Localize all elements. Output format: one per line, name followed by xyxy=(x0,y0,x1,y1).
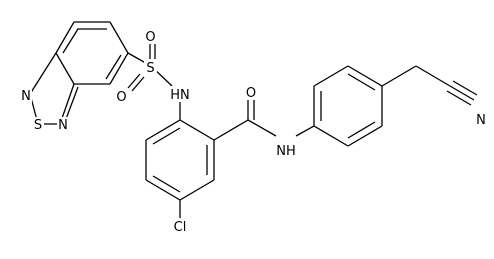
atom-label-s: S xyxy=(34,118,42,133)
bond xyxy=(55,21,75,54)
atom-labels: O S O HN N S N O NH Cl N xyxy=(20,28,488,235)
bond xyxy=(152,175,181,193)
bond xyxy=(295,125,315,137)
bond xyxy=(145,179,181,201)
bond xyxy=(179,179,215,201)
atom-label-cl: Cl xyxy=(174,220,187,235)
bond xyxy=(109,52,129,85)
bond xyxy=(152,127,181,145)
atom-label-n: N xyxy=(476,113,486,128)
atom-label-o: O xyxy=(145,30,155,45)
bond xyxy=(109,21,129,54)
bond xyxy=(213,119,249,141)
bond xyxy=(127,73,141,89)
atom-label-nh: NH xyxy=(276,144,296,159)
bond xyxy=(449,85,475,101)
atom-label-nh: HN xyxy=(170,88,190,103)
bond xyxy=(452,80,478,96)
atom-label-o: O xyxy=(246,86,256,101)
bond xyxy=(105,54,122,80)
bond xyxy=(145,119,181,141)
bond xyxy=(55,52,75,85)
bond xyxy=(313,125,349,147)
bond xyxy=(65,86,79,120)
bond xyxy=(415,65,451,87)
bond xyxy=(62,28,79,54)
atom-label-s: S xyxy=(146,61,154,76)
atom-label-n: N xyxy=(58,118,68,133)
bond xyxy=(381,65,417,87)
bond xyxy=(446,90,472,106)
bond xyxy=(179,119,215,141)
bond xyxy=(29,52,57,95)
bond xyxy=(347,65,383,87)
bond xyxy=(347,73,376,91)
bond xyxy=(313,65,349,87)
bond xyxy=(131,76,145,92)
bond xyxy=(347,121,376,139)
atom-label-o: O xyxy=(116,90,126,105)
atom-label-n: N xyxy=(21,89,31,104)
bonds xyxy=(29,21,478,218)
bond xyxy=(247,119,277,137)
bond xyxy=(347,125,383,147)
